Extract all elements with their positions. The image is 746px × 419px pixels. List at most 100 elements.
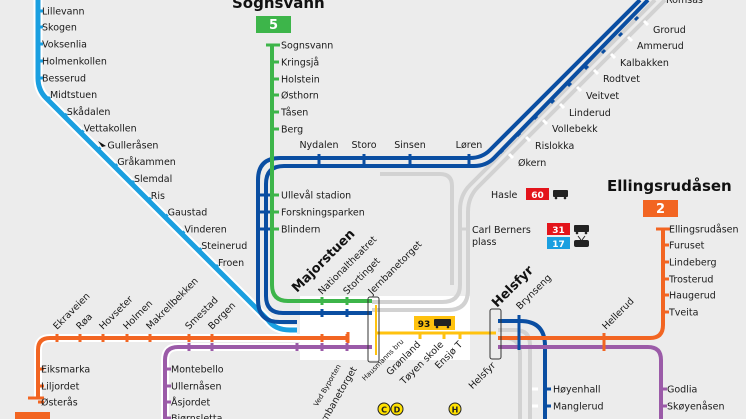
tram-icon xyxy=(574,235,589,247)
line5-badge-label: 5 xyxy=(269,18,278,33)
station-label[interactable]: Furuset xyxy=(669,241,705,252)
helsfyr-interchange[interactable] xyxy=(489,308,502,360)
station-label[interactable]: Tåsen xyxy=(280,108,308,119)
tram17-label: 17 xyxy=(552,240,565,250)
station-label[interactable]: Godlia xyxy=(667,385,697,396)
bus93-badge[interactable]: 93 xyxy=(414,316,455,330)
station-label[interactable]: Trosterud xyxy=(668,275,713,286)
station-label[interactable]: Vinderen xyxy=(184,224,226,235)
station-label[interactable]: Gaustad xyxy=(168,208,208,219)
station-tick xyxy=(498,148,505,155)
station-tick xyxy=(566,81,573,88)
station-label[interactable]: Lindeberg xyxy=(669,258,716,269)
station-label[interactable]: Sinsen xyxy=(394,140,426,151)
bus31-badge[interactable]: 31 xyxy=(547,223,570,236)
station-label[interactable]: Vettakollen xyxy=(84,124,137,135)
station-label[interactable]: Eiksmarka xyxy=(41,365,90,376)
station-tick xyxy=(96,146,102,152)
station-label[interactable]: Romsås xyxy=(666,0,703,6)
station-label[interactable]: Blindern xyxy=(281,225,320,236)
bus60-badge[interactable]: 60 xyxy=(526,188,549,201)
station-label[interactable]: Ellingsrudåsen xyxy=(669,225,739,236)
terminus-title-sognsvann: Sognsvann xyxy=(232,0,325,12)
metro-c-icon: C xyxy=(377,402,391,416)
bus-icon xyxy=(553,190,568,200)
station-label[interactable]: Storo xyxy=(351,140,376,151)
station-label[interactable]: Løren xyxy=(456,140,483,151)
line2-badge[interactable]: 2 xyxy=(643,200,678,217)
station-tick xyxy=(609,52,617,60)
station-label[interactable]: Ullernåsen xyxy=(171,382,221,393)
station-tick xyxy=(642,19,650,27)
station-label[interactable]: Tveita xyxy=(668,308,698,319)
station-label[interactable]: Holmenkollen xyxy=(42,57,107,68)
station-label[interactable]: Skogen xyxy=(42,23,77,34)
gray-lines xyxy=(372,0,667,419)
station-label[interactable]: Grorud xyxy=(653,25,686,36)
station-label[interactable]: Veitvet xyxy=(586,91,619,102)
station-tick xyxy=(617,31,624,38)
station-tick xyxy=(524,135,532,143)
station-label[interactable]: Steinerud xyxy=(201,241,247,252)
station-label[interactable]: Vollebekk xyxy=(552,124,598,135)
station-label[interactable]: Åsjordet xyxy=(171,397,211,409)
metro-c-label: C xyxy=(381,406,387,415)
station-label[interactable]: Berg xyxy=(281,125,303,136)
line3-west xyxy=(163,345,372,419)
jernbanetorget-interchange[interactable] xyxy=(367,296,380,363)
tram17-badge[interactable]: 17 xyxy=(547,237,570,250)
station-label[interactable]: Haugerud xyxy=(669,291,716,302)
station-label[interactable]: Liljordet xyxy=(41,382,80,393)
station-label[interactable]: Manglerud xyxy=(553,402,604,413)
station-tick xyxy=(600,48,607,55)
station-ticks xyxy=(38,9,669,419)
station-label[interactable]: Helsfyr xyxy=(467,360,498,391)
station-label[interactable]: Kringsjå xyxy=(281,58,319,69)
station-label[interactable]: Skådalen xyxy=(67,107,111,118)
station-label[interactable]: Østhorn xyxy=(281,91,319,102)
line2-badge-label: 2 xyxy=(656,202,665,217)
station-tick xyxy=(549,98,556,105)
station-label[interactable]: Ris xyxy=(151,191,165,202)
station-label[interactable]: Ullevål stadion xyxy=(281,191,351,202)
station-label[interactable]: Forskningsparken xyxy=(281,208,365,219)
station-label[interactable]: Linderud xyxy=(569,108,611,119)
station-label[interactable]: Økern xyxy=(518,158,546,169)
station-label[interactable]: Midtstuen xyxy=(50,90,97,101)
station-label[interactable]: Montebello xyxy=(171,365,224,376)
line5-badge[interactable]: 5 xyxy=(256,16,291,33)
station-label[interactable]: Gulleråsen xyxy=(107,140,158,151)
station-tick xyxy=(515,131,522,138)
station-label[interactable]: Kalbakken xyxy=(620,58,669,69)
station-label[interactable]: Sognsvann xyxy=(281,41,333,52)
metro-d-icon: D xyxy=(390,402,404,416)
station-label[interactable]: Hasle xyxy=(491,190,518,201)
station-tick xyxy=(45,95,52,102)
station-label[interactable]: Rislokka xyxy=(535,141,574,152)
station-label[interactable]: plass xyxy=(472,237,496,248)
station-label[interactable]: Lillevann xyxy=(42,7,85,18)
station-tick xyxy=(583,64,590,71)
station-label[interactable]: Besserud xyxy=(42,74,86,85)
station-label[interactable]: Gråkammen xyxy=(117,157,176,168)
bus31-label: 31 xyxy=(552,226,565,236)
terminus-title-ellingsrudasen: Ellingsrudåsen xyxy=(607,177,732,195)
station-label[interactable]: Carl Berners xyxy=(472,225,531,236)
station-tick xyxy=(129,179,136,186)
station-label[interactable]: Slemdal xyxy=(134,174,172,185)
station-label[interactable]: Østerås xyxy=(41,398,78,409)
line1-badge-partial xyxy=(15,412,50,419)
station-label[interactable]: Nydalen xyxy=(299,140,338,151)
station-label[interactable]: Røa xyxy=(74,311,95,332)
station-label[interactable]: Ammerud xyxy=(637,41,684,52)
station-label[interactable]: Skøyenåsen xyxy=(667,402,724,413)
station-label[interactable]: Rodtvet xyxy=(603,74,640,85)
station-label[interactable]: Holstein xyxy=(281,75,320,86)
station-label[interactable]: Bjørnsletta xyxy=(171,414,222,419)
station-label[interactable]: Hellerud xyxy=(600,296,636,332)
bus-icon xyxy=(574,225,589,235)
station-label[interactable]: Voksenlia xyxy=(42,40,87,51)
station-label[interactable]: Høyenhall xyxy=(553,385,601,396)
station-tick xyxy=(541,118,549,126)
station-label[interactable]: Froen xyxy=(218,258,244,269)
